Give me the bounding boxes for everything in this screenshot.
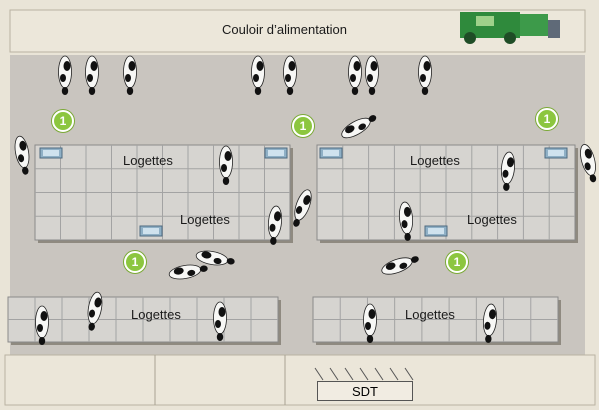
stalls-label-2: Logettes [180, 212, 230, 227]
sdt-box: SDT [317, 381, 413, 401]
cow-icon [381, 256, 419, 275]
cow-icon [363, 303, 377, 343]
cow-icon [213, 301, 227, 341]
tractor-icon [460, 12, 560, 44]
cow-icon [14, 135, 30, 175]
cow-icon [580, 144, 597, 183]
number-badge-icon: 1 [446, 251, 468, 273]
water-trough-icon [39, 147, 63, 159]
cow-icon [58, 55, 72, 95]
water-trough-icon [264, 147, 288, 159]
stall-block [34, 144, 293, 243]
stalls-label-3: Logettes [410, 153, 460, 168]
service-area [4, 354, 596, 406]
water-trough-icon [319, 147, 343, 159]
cow-icon [348, 55, 362, 95]
stalls-label-6: Logettes [405, 307, 455, 322]
number-badge-icon: 1 [124, 251, 146, 273]
cow-icon [123, 55, 137, 95]
water-trough-icon [544, 147, 568, 159]
water-trough-icon [424, 225, 448, 237]
cow-icon [251, 55, 265, 95]
cow-icon [219, 145, 233, 185]
stall-block [7, 296, 281, 345]
cow-icon [293, 189, 312, 227]
cow-icon [398, 201, 414, 241]
cow-icon [418, 55, 432, 95]
feeding-corridor-label: Couloir d’alimentation [222, 22, 348, 37]
cow-icon [341, 115, 377, 139]
cow-icon [267, 205, 283, 245]
cow-icon [85, 55, 99, 95]
cow-icon [35, 305, 49, 345]
number-badge-icon: 1 [52, 110, 74, 132]
number-badge-icon: 1 [536, 108, 558, 130]
cow-icon [365, 55, 379, 95]
cow-icon [87, 291, 103, 331]
cow-icon [283, 55, 297, 95]
cow-icon [195, 250, 235, 266]
water-trough-icon [139, 225, 163, 237]
cow-icon [500, 151, 516, 191]
stall-block [316, 144, 578, 243]
stalls-label-4: Logettes [467, 212, 517, 227]
cow-icon [482, 303, 498, 343]
stalls-label-1: Logettes [123, 153, 173, 168]
number-badge-icon: 1 [292, 115, 314, 137]
sdt-hatch [314, 367, 414, 381]
cow-icon [168, 264, 208, 280]
stall-block [312, 296, 561, 345]
stalls-label-5: Logettes [131, 307, 181, 322]
